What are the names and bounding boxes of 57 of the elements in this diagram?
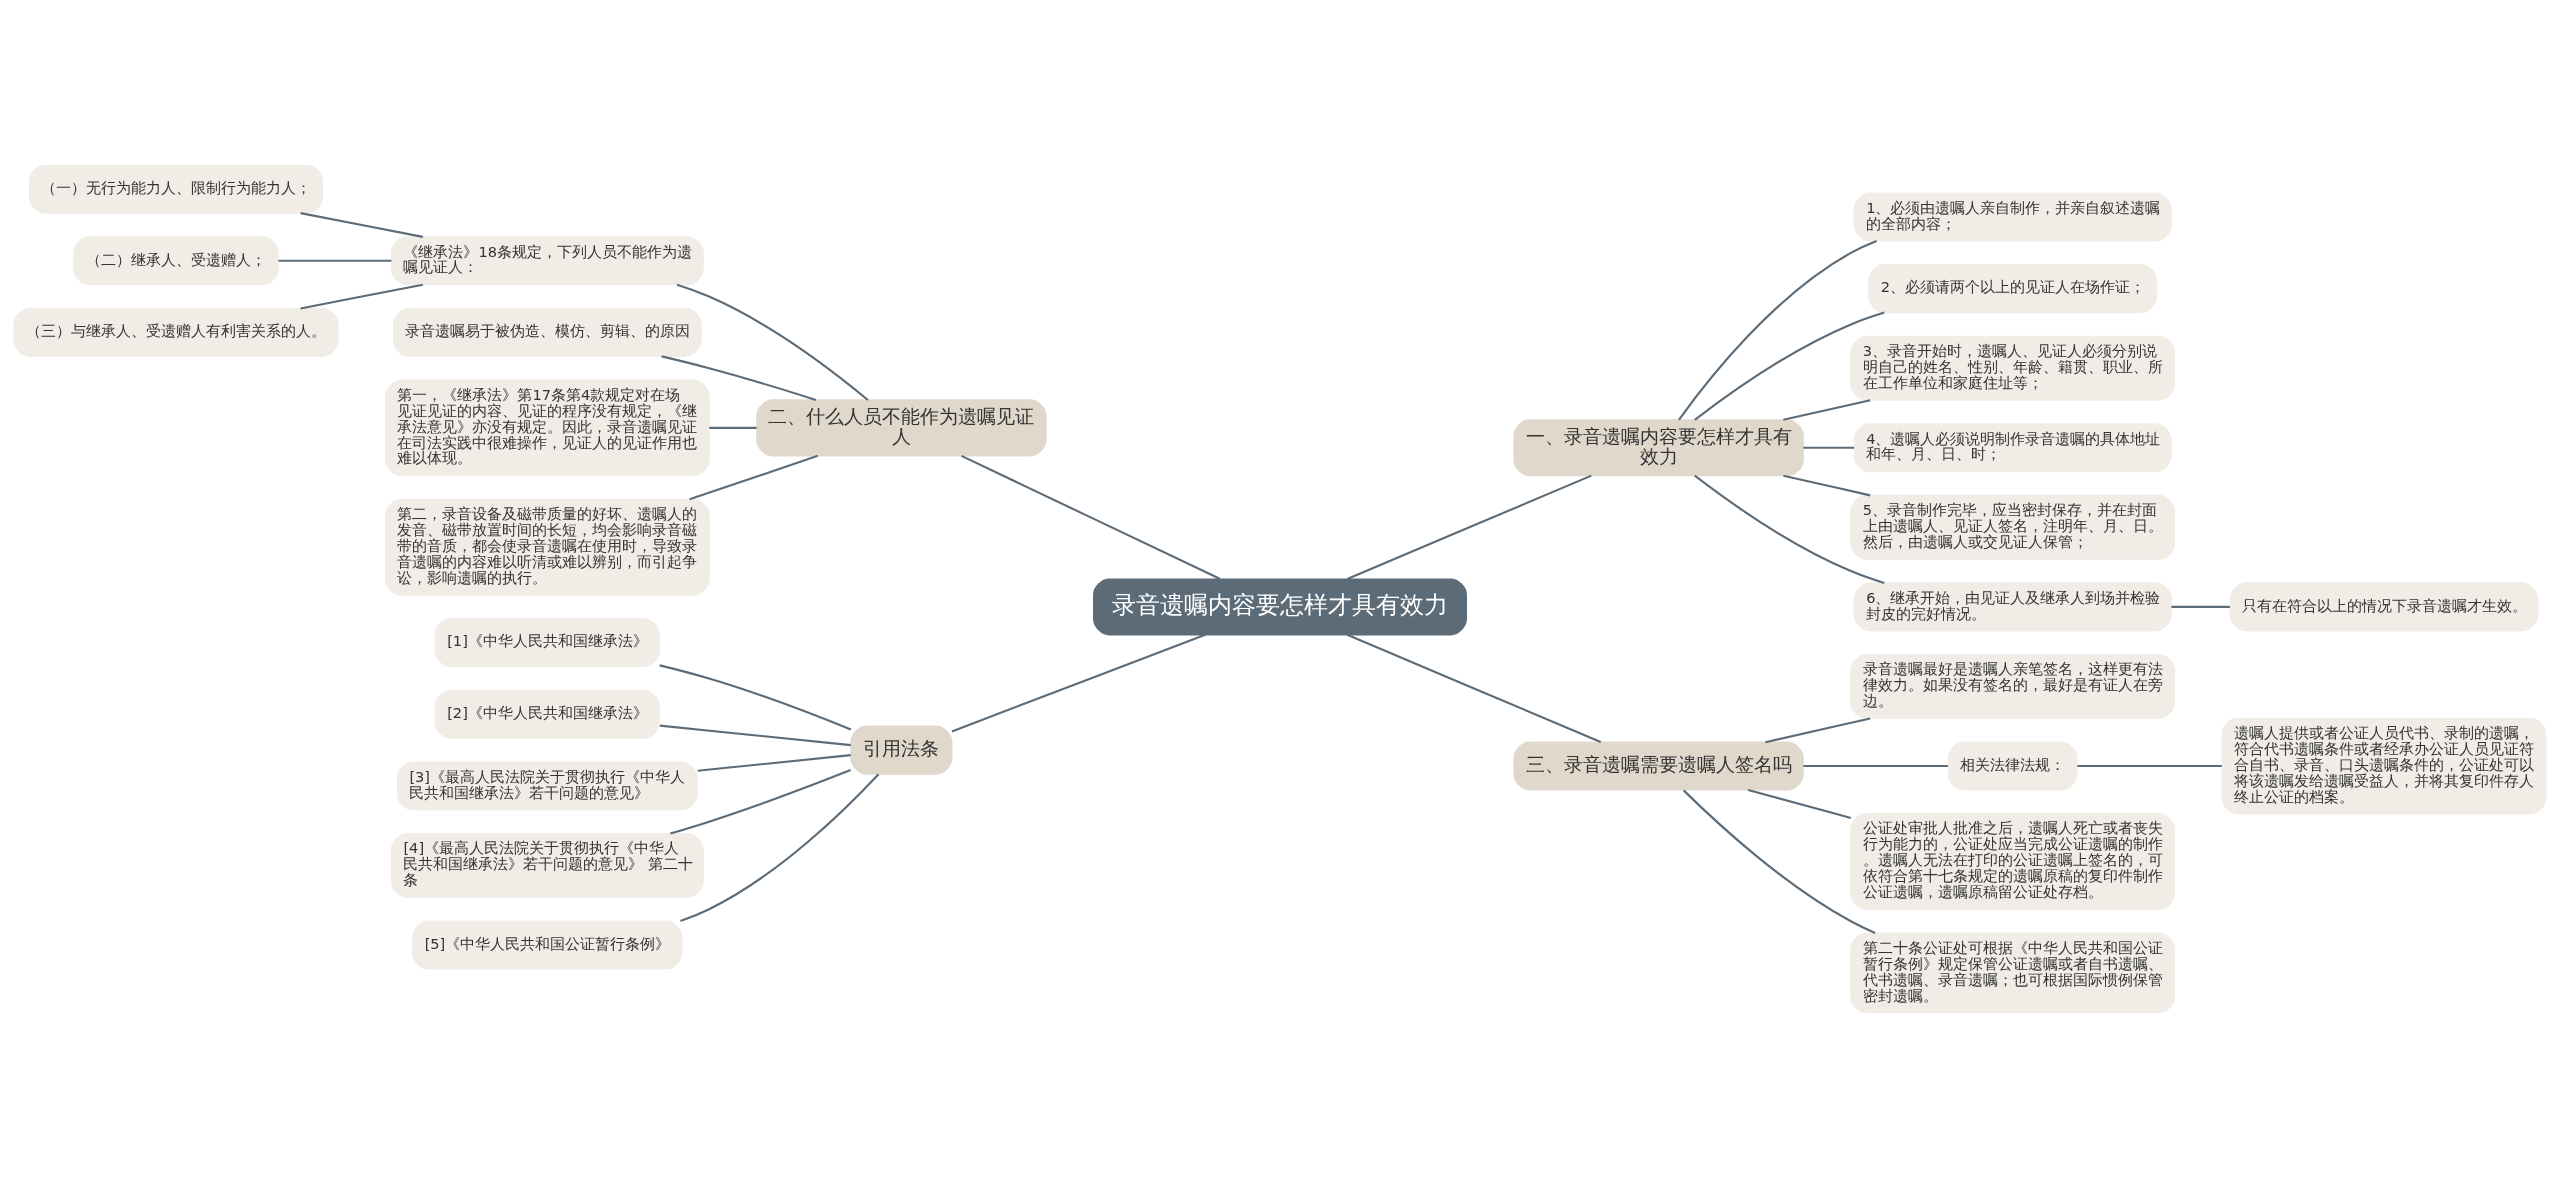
connector — [300, 211, 424, 238]
connector — [659, 663, 852, 730]
connector — [661, 354, 817, 401]
connector — [1346, 474, 1592, 580]
node-box: 第一，《继承法》第17条第4款规定对在场见证见证的内容、见证的程序没有规定，《继承法意见》亦没有规定。因此，录音遗嘱见证在司法实践中很难操作，见证人的见证作用也难以体现。 — [384, 378, 710, 476]
node-box: [1]《中华人民共和国继承法》 — [434, 617, 661, 667]
node-box: 引用法条 — [850, 725, 953, 775]
connector — [2077, 764, 2222, 767]
connector — [1346, 633, 1602, 743]
connector — [1678, 239, 1877, 420]
connector — [278, 259, 392, 262]
connector — [1682, 789, 1876, 934]
connector — [697, 753, 851, 772]
connector — [709, 426, 757, 429]
connector — [1747, 788, 1852, 819]
connector — [670, 768, 852, 835]
connector — [1783, 398, 1871, 421]
node-box: [5]《中华人民共和国公证暂行条例》 — [412, 920, 683, 970]
connector — [659, 724, 851, 746]
node-box: 4、遗嘱人必须说明制作录音遗嘱的具体地址和年、月、日、时； — [1853, 422, 2172, 472]
node-box: 公证处审批人批准之后，遗嘱人死亡或者丧失行为能力的，公证处应当完成公证遗嘱的制作。遗嘱人无法在打印的公证遗嘱上签名的，可依符合第十七条规定的遗嘱原稿的复印件制作公证遗嘱，遗嘱原稿留公证处存档。 — [1850, 812, 2176, 910]
node-box: 第二十条公证处可根据《中华人民共和国公证暂行条例》规定保管公证遗嘱或者自书遗嘱、代书遗嘱、录音遗嘱；也可根据国际惯例保管密封遗嘱。 — [1850, 931, 2176, 1013]
node-box: 6、继承开始，由见证人及继承人到场并检验封皮的完好情况。 — [1853, 581, 2172, 631]
node-box: 《继承法》18条规定，下列人员不能作为遗嘱见证人： — [390, 235, 704, 285]
connector — [1765, 716, 1871, 743]
connector — [689, 454, 819, 500]
connector — [300, 283, 424, 309]
connector — [1694, 311, 1885, 421]
node-box: [2]《中华人民共和国继承法》 — [434, 689, 661, 739]
connector — [1803, 764, 1948, 767]
node-box: （二）继承人、受遗赠人； — [73, 235, 279, 285]
node-box: 3、录音开始时，遗嘱人、见证人必须分别说明自己的姓名、性别、年龄、籍贯、职业、所在工作单位和家庭住址等； — [1850, 335, 2176, 401]
node-box: （三）与继承人、受遗赠人有利害关系的人。 — [13, 307, 339, 357]
connector — [2171, 605, 2230, 608]
connector — [676, 283, 869, 401]
connector — [961, 454, 1221, 580]
node-box: 三、录音遗嘱需要遗嘱人签名吗 — [1513, 741, 1804, 791]
node-box: [3]《最高人民法院关于贯彻执行《中华人民共和国继承法》若干问题的意见》 — [396, 760, 698, 810]
node-box: 1、必须由遗嘱人亲自制作，并亲自叙述遗嘱的全部内容； — [1853, 192, 2172, 242]
node-box: 录音遗嘱易于被伪造、模仿、剪辑、的原因 — [392, 307, 702, 357]
node-box: 第二，录音设备及磁带质量的好坏、遗嘱人的发音、磁带放置时间的长短，均会影响录音磁带的音质，都会使录音遗嘱在使用时，导致录音遗嘱的内容难以听清或难以辨别，而引起争讼，影响遗嘱的执行。 — [384, 498, 710, 596]
connector — [1803, 446, 1855, 449]
node-box: 一、录音遗嘱内容要怎样才具有效力 — [1513, 418, 1804, 476]
node-box: 相关法律法规： — [1947, 741, 2078, 791]
connector — [1783, 474, 1871, 496]
node-box: 录音遗嘱最好是遗嘱人亲笔签名，这样更有法律效力。如果没有签名的，最好是有证人在旁边。 — [1850, 653, 2176, 719]
connector — [1694, 474, 1885, 584]
node-box: （一）无行为能力人、限制行为能力人； — [28, 164, 324, 214]
connector — [951, 633, 1206, 732]
node-box: 二、什么人员不能作为遗嘱见证人 — [756, 398, 1047, 456]
node-box: 只有在符合以上的情况下录音遗嘱才生效。 — [2229, 581, 2539, 631]
node-box: 2、必须请两个以上的见证人在场作证； — [1868, 263, 2158, 313]
node-box: 5、录音制作完毕，应当密封保存，并在封面上由遗嘱人、见证人签名，注明年、月、日。然后，由遗嘱人或交见证人保管； — [1850, 494, 2176, 560]
node-box: 遗嘱人提供或者公证人员代书、录制的遗嘱，符合代书遗嘱条件或者经承办公证人员见证符合自书、录音、口头遗嘱条件的，公证处可以将该遗嘱发给遗嘱受益人，并将其复印件存人终止公证的档案。 — [2221, 717, 2547, 814]
connector — [680, 773, 880, 922]
node-box: 录音遗嘱内容要怎样才具有效力 — [1093, 577, 1467, 635]
node-box: [4]《最高人民法院关于贯彻执行《中华人民共和国继承法》若干问题的意见》 第二十条 — [390, 832, 704, 898]
